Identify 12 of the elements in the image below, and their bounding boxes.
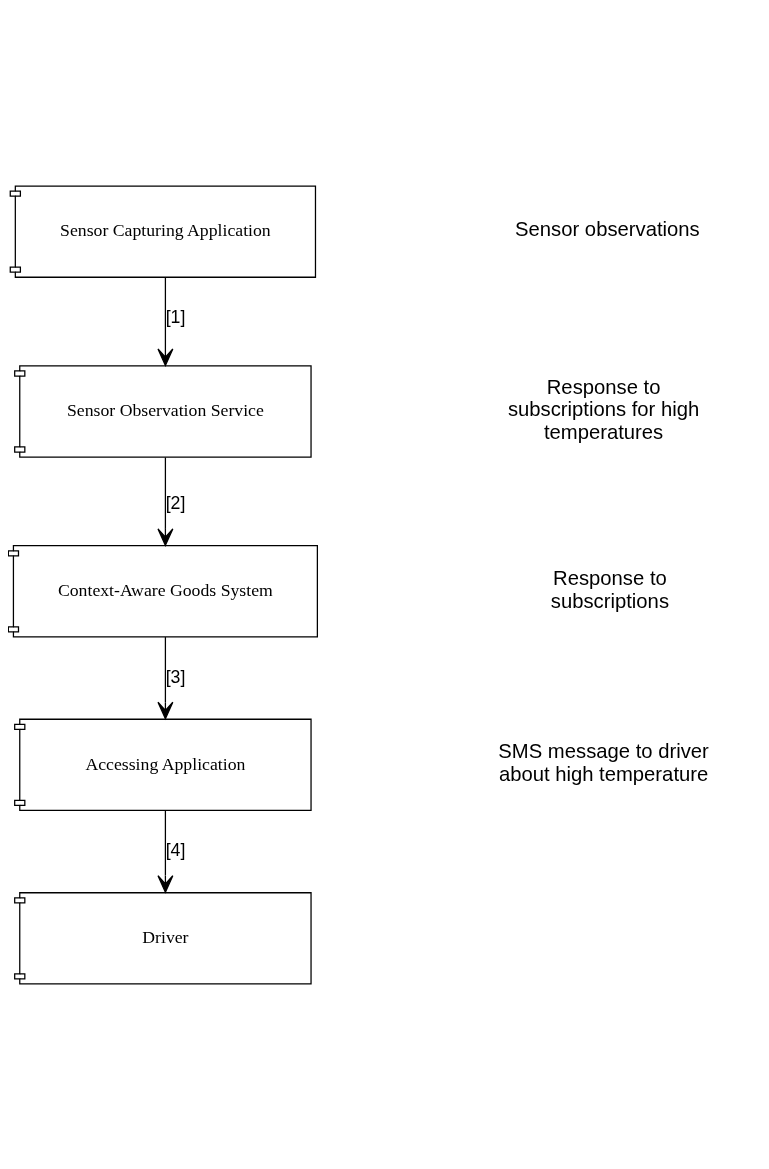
edge-label: [1] xyxy=(165,306,186,327)
arrow xyxy=(157,809,174,893)
arrow xyxy=(157,456,174,546)
edge-label: [3] xyxy=(165,666,186,687)
edge-label: [4] xyxy=(165,839,186,860)
label: Response to subscriptions for high temperatures xyxy=(507,375,700,443)
arrow xyxy=(157,276,174,366)
label: Response to subscriptions xyxy=(550,566,670,612)
label: Sensor observations xyxy=(515,217,700,240)
arrow xyxy=(157,635,174,719)
edge-label: [2] xyxy=(165,492,186,513)
label: SMS message to driver about high temperature xyxy=(498,739,709,785)
